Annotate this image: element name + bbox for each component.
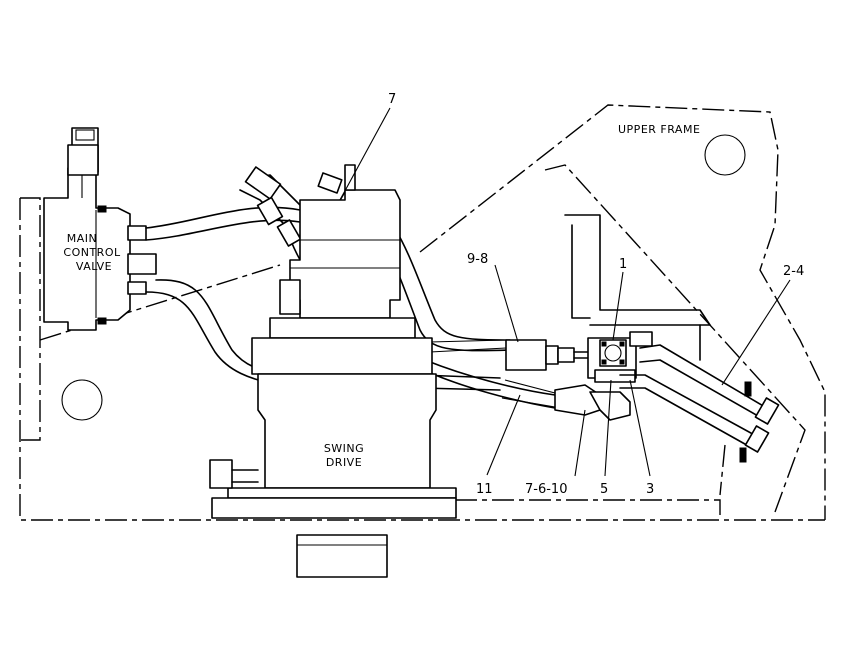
main-control-valve [43, 127, 157, 331]
callout-1: 1 [619, 257, 627, 272]
callout-7-top: 7 [388, 92, 396, 107]
fitting-9-8 [505, 339, 591, 371]
elbow-fitting [554, 384, 631, 421]
swing-motor [279, 164, 401, 319]
callout-3: 3 [646, 482, 654, 497]
swing-label-line2: DRIVE [326, 456, 362, 469]
valve-block [587, 331, 653, 383]
upper-frame-outline [19, 104, 826, 521]
callout-5: 5 [600, 482, 608, 497]
swing-motor-fittings [244, 166, 363, 247]
callout-9-8: 9-8 [467, 252, 488, 267]
callout-11: 11 [476, 482, 493, 497]
swing-drive [209, 317, 457, 578]
swing-label-line1: SWING [324, 442, 364, 455]
main-label-line1: MAIN [67, 232, 98, 245]
main-label-line2: CONTROL [63, 246, 121, 259]
tube-lines [619, 344, 780, 463]
callout-2-4: 2-4 [783, 264, 804, 279]
frame-bracket [564, 214, 711, 361]
main-label-line3: VALVE [76, 260, 112, 273]
upper-frame-label: UPPER FRAME [618, 123, 700, 136]
callouts: 7 9-8 1 2-4 11 7-6-10 5 3 [339, 92, 804, 497]
callout-7-6-10: 7-6-10 [525, 482, 567, 497]
